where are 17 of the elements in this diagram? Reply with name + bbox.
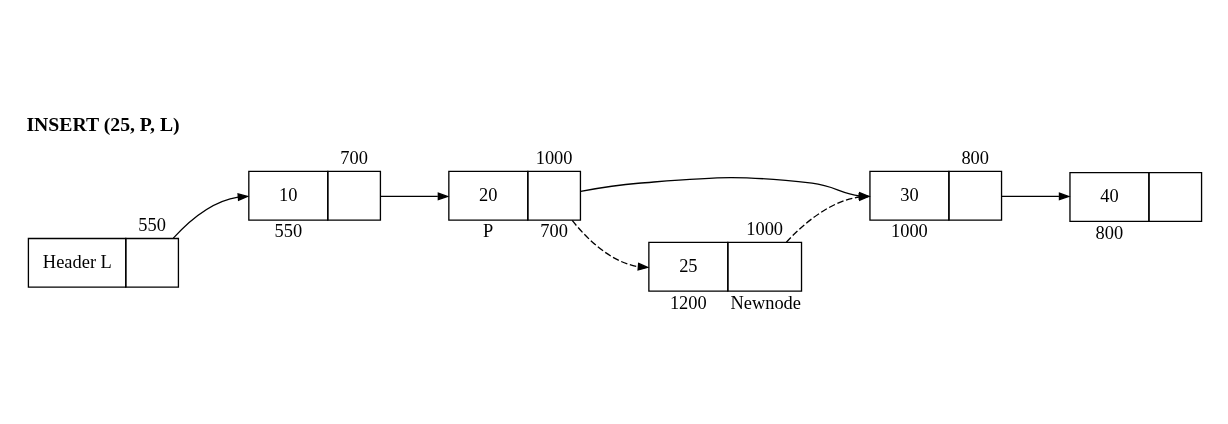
node-label: 1000 [891,220,928,241]
node-label: 700 [340,147,368,168]
node-label: Newnode [730,292,802,312]
arrow [571,219,650,271]
node-label: 550 [274,220,303,241]
arrow [172,192,250,239]
node-label: 550 [138,214,166,235]
node-label: 1200 [669,292,707,312]
node-label: 800 [1095,222,1124,243]
node-label: 800 [961,147,990,168]
label: INSERT (25, P, L) [26,112,180,135]
node-label: P [483,220,494,241]
node-label: 1000 [535,147,573,168]
arrow [1000,191,1071,201]
node-label: 1000 [746,218,784,239]
node-label: 700 [540,220,568,241]
arrow [379,191,450,201]
